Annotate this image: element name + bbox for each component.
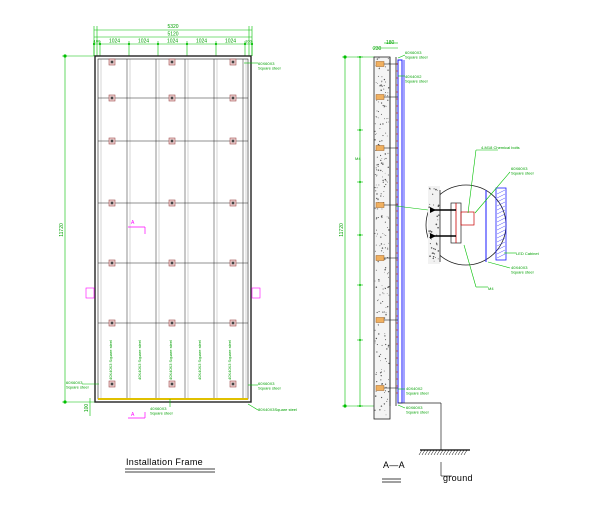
detail-label-bolts: 4-M18 Chemical bolts (481, 145, 520, 150)
section-brackets (375, 61, 398, 394)
dim-segment: 1024 (225, 39, 236, 45)
front-inner-frame (97, 58, 249, 400)
front-top-dimensions: 5320 5120 100 1024 1024 1024 1024 1024 100 (92, 24, 254, 56)
dim-height: 11720 (59, 223, 65, 237)
side-marker-left (85, 287, 95, 299)
section-side-mark: M4 (355, 156, 361, 161)
label-vertical-steel: 40X40X3 Square steel (108, 340, 113, 380)
dim-segment: 100 (245, 39, 252, 44)
section-caption: A—A (383, 460, 405, 470)
section-mark-bottom: A (128, 412, 146, 419)
section-mark-label-2: A (131, 412, 135, 418)
label-vertical-steel: 40X40X3 Square steel (197, 340, 202, 380)
section-mark-label: A (131, 220, 135, 226)
front-outer-frame (94, 55, 252, 403)
chemical-bolts (430, 207, 456, 239)
section-bracket (375, 317, 385, 323)
front-height-dimension: 11720 100 (59, 54, 97, 416)
front-view: 5320 5120 100 1024 1024 1024 1024 1024 100 117… (59, 24, 297, 473)
section-bracket (375, 145, 385, 151)
bolt-plates (108, 58, 237, 388)
dim-segment: 1024 (167, 39, 178, 45)
section-bracket (375, 61, 385, 67)
front-grid (98, 59, 248, 399)
side-marker-right (251, 287, 261, 299)
dim-inner-width: 5120 (167, 32, 178, 38)
label-vertical-steel: 40X40X3 Square steel (168, 340, 173, 380)
detail-led-cabinet (495, 187, 507, 261)
section-bracket (375, 202, 385, 208)
label-bottom-beam: 80X40X3Square steel (258, 407, 297, 412)
section-mark-top: A (128, 220, 146, 234)
front-caption: Installation Frame (126, 457, 203, 467)
concrete-wall (373, 56, 391, 420)
label-vertical-steel: 40X40X3 Square steel (227, 340, 232, 380)
section-bracket (375, 94, 385, 100)
detail-label-cabinet: LED Cabinet (516, 251, 540, 256)
ground-label: ground (443, 473, 473, 483)
section-dim-height: 11720 (339, 223, 345, 237)
dim-segment: 1024 (196, 39, 207, 45)
dim-segment: 1024 (109, 39, 120, 45)
led-cabinet (397, 59, 403, 404)
dim-total-width: 5320 (167, 24, 178, 30)
dim-segment: 100 (94, 39, 101, 44)
section-dim-top-2: 180 (386, 40, 395, 46)
dim-bottom: 100 (84, 404, 90, 413)
detail-label-m: M4 (488, 286, 494, 291)
section-bracket (375, 255, 385, 261)
section-dim-top-1: 230 (373, 46, 382, 52)
section-bracket (375, 385, 385, 391)
label-vertical-steel: 40X40X3 Square steel (137, 340, 142, 380)
dim-segment: 1024 (138, 39, 149, 45)
